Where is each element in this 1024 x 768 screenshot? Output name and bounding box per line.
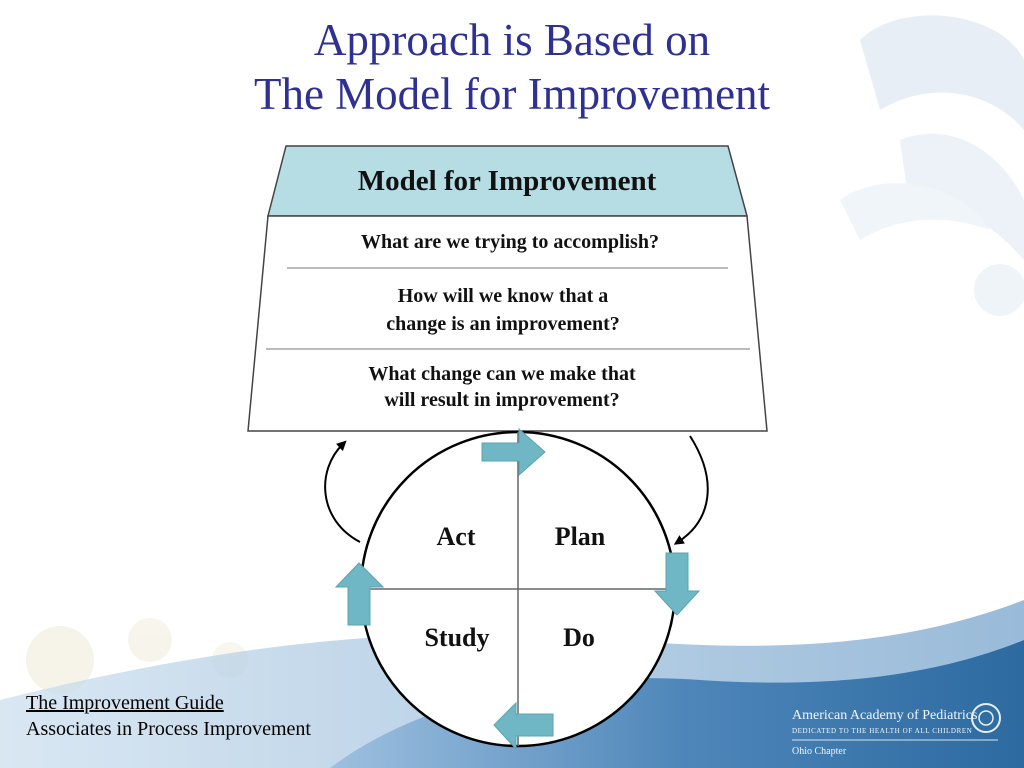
pdsa-plan-label: Plan bbox=[555, 522, 606, 551]
aap-logo-chapter: Ohio Chapter bbox=[792, 746, 847, 757]
source-publisher: Associates in Process Improvement bbox=[26, 718, 311, 740]
cycle-arrow-left-icon bbox=[493, 701, 554, 751]
pdsa-do-label: Do bbox=[563, 623, 595, 652]
pdsa-act-label: Act bbox=[437, 522, 476, 551]
question-measure-line1: How will we know that a bbox=[398, 285, 609, 307]
question-change-line2: will result in improvement? bbox=[384, 389, 619, 411]
aap-logo-name: American Academy of Pediatrics bbox=[792, 708, 978, 723]
cycle-arrow-up-icon bbox=[334, 562, 385, 626]
slide-title-line1: Approach is Based on bbox=[313, 15, 711, 65]
watermark-swirl bbox=[840, 15, 1024, 316]
cycle-arrow-right-icon bbox=[481, 427, 546, 477]
question-change-line1: What change can we make that bbox=[368, 363, 636, 385]
slide-title-line2: The Model for Improvement bbox=[253, 69, 771, 119]
pdsa-study-label: Study bbox=[424, 623, 489, 652]
feedback-arrow-right bbox=[673, 435, 709, 545]
cycle-arrow-down-icon bbox=[653, 552, 701, 616]
aap-logo-seal bbox=[971, 703, 1001, 733]
source-link[interactable]: The Improvement Guide bbox=[26, 692, 224, 714]
model-header-title: Model for Improvement bbox=[358, 165, 657, 197]
aap-logo-tagline: DEDICATED TO THE HEALTH OF ALL CHILDREN bbox=[792, 727, 973, 735]
feedback-arrow-left bbox=[324, 440, 361, 543]
question-measure-line2: change is an improvement? bbox=[386, 313, 620, 335]
question-aim: What are we trying to accomplish? bbox=[361, 231, 659, 253]
questions-box bbox=[247, 215, 768, 432]
